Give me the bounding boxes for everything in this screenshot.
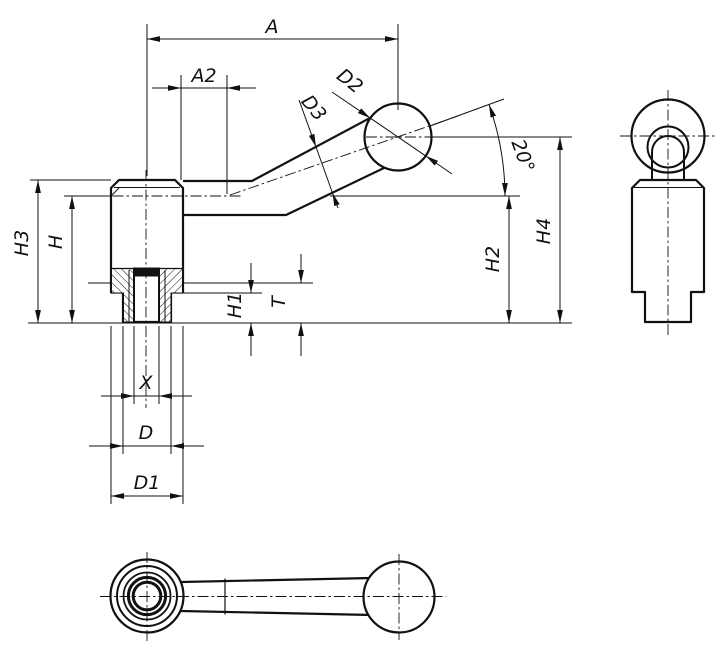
dim-h1: H1 [184,263,262,356]
angle-arc [488,104,508,197]
arm-axis-inclined [229,115,459,196]
dim-label-h4: H4 [533,218,555,244]
lever-arm-body [183,118,384,215]
dim-x: X [101,326,192,404]
hatch-upper-left [112,269,134,293]
neck-circle [646,125,690,169]
lever-arm-bottom-edge-topview [180,609,373,617]
dim-a2: A2 [152,65,256,194]
dim-h: H [45,195,110,323]
dim-d1: D1 [110,326,184,504]
side-view [620,90,716,338]
dim-label-h2: H2 [482,246,504,272]
hatch-upper-right [159,269,182,293]
dim-line [315,146,333,194]
lever-arm-top-edge [183,117,370,183]
front-view [93,102,459,408]
dim-h4: H4 [433,136,572,323]
dim-label-x: X [138,372,153,394]
dim-label-t: T [268,295,290,308]
dim-t: T [88,254,313,356]
dim-label-h3: H3 [11,230,33,256]
dim-h2: H2 [482,196,512,323]
dim-d: D [89,326,204,454]
dim-line [331,91,371,119]
dim-line [298,99,317,148]
top-view [100,552,446,641]
dim-label-a: A [264,16,279,38]
dim-label-h: H [45,235,67,249]
hub-corner-facet [110,187,120,197]
dim-a: A [146,16,399,176]
dim-label-d1: D1 [134,472,161,494]
dim-line [425,155,453,175]
dim-h3: H3 [11,179,111,323]
lever-arm-top-edge-topview [180,576,373,584]
dim-label-a2: A2 [189,65,216,87]
angle-leg-inclined [429,98,505,127]
dim-line [370,117,426,157]
dim-label-h1: H1 [224,292,246,318]
dim-label-d: D [139,422,154,444]
bore-end-cap [133,267,160,277]
lever-arm-bottom-edge [183,167,385,217]
